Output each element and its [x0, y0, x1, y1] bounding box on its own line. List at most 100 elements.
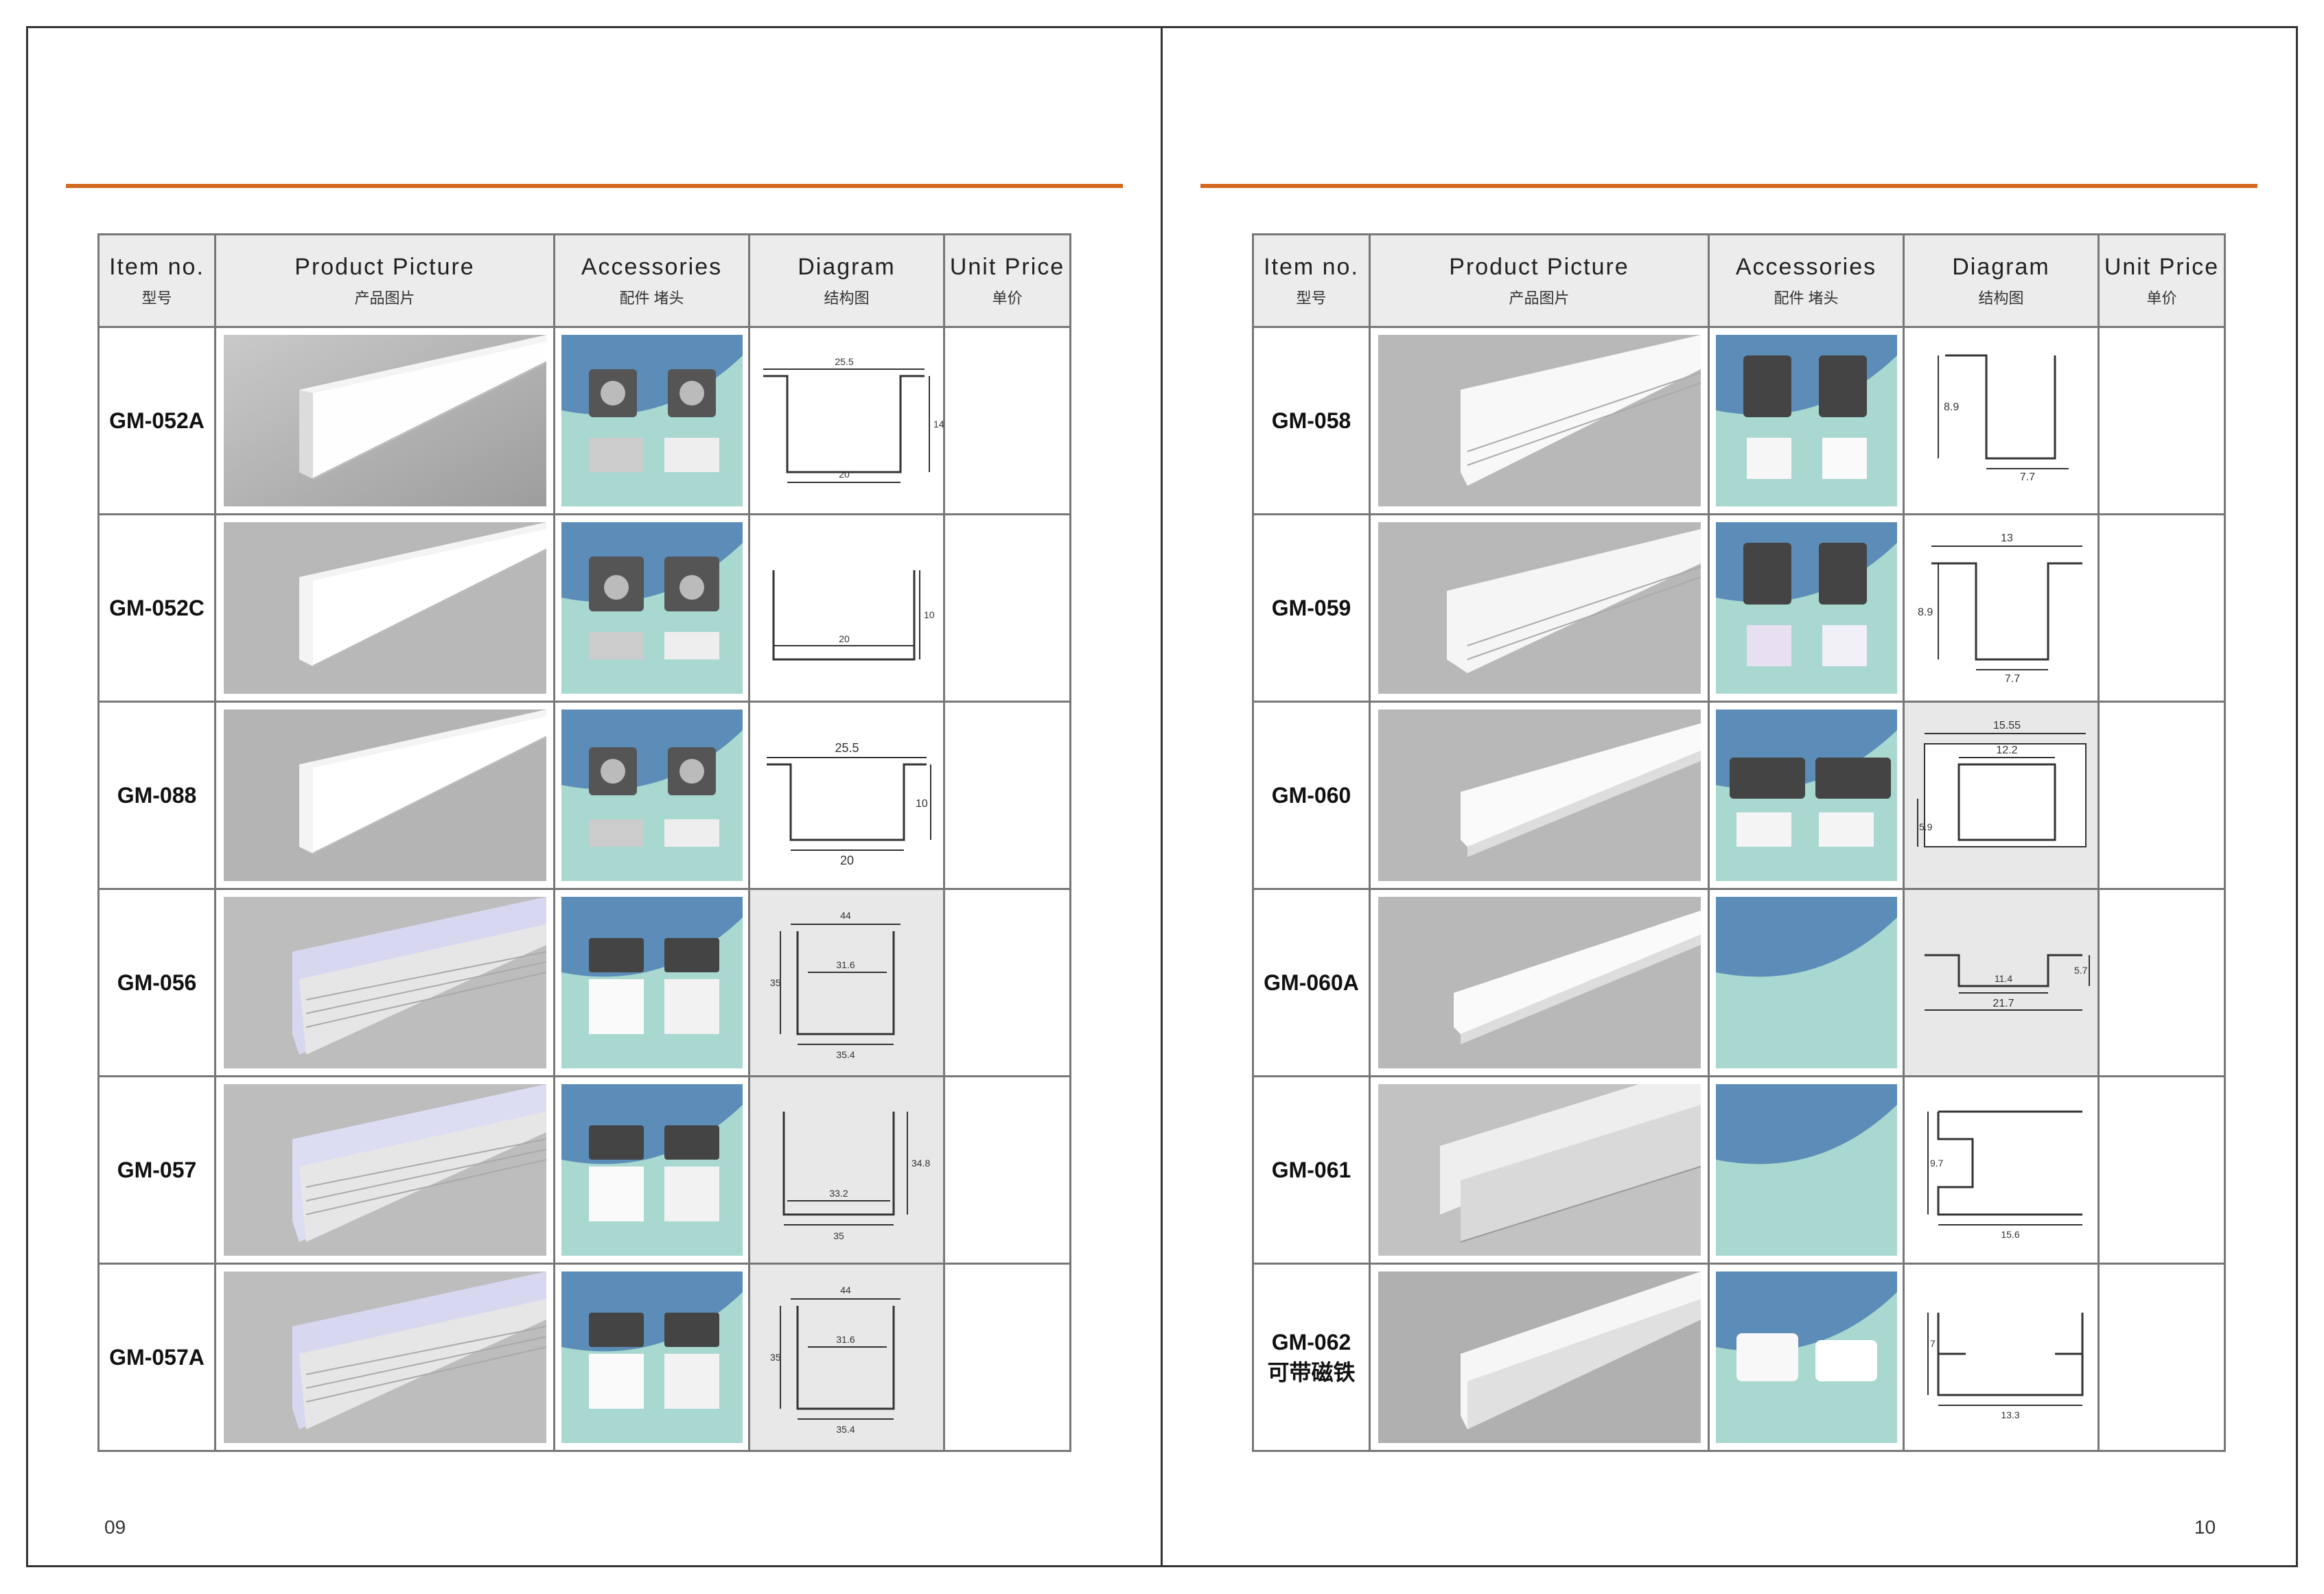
unit-price-cell: [2098, 513, 2226, 703]
item-no-cell: GM-059: [1252, 513, 1371, 703]
accessories-picture: [561, 1084, 743, 1256]
product-picture: [1378, 1084, 1701, 1256]
product-picture: [1378, 1271, 1701, 1443]
dim-label: 5.9: [1919, 821, 1933, 832]
dim-label: 34.8: [911, 1158, 930, 1169]
product-picture-cell: [214, 326, 555, 515]
accessories-picture: [1715, 522, 1897, 694]
profile-diagram: 34.8 33.2 35: [756, 1084, 938, 1256]
header-item-no: Item no.型号: [97, 233, 216, 328]
item-no-cell: GM-060: [1252, 701, 1371, 890]
dim-label: 31.6: [836, 959, 855, 970]
product-picture: [223, 522, 547, 694]
product-picture: [223, 710, 547, 881]
item-no-cell: GM-052A: [97, 326, 216, 515]
product-picture: [223, 335, 547, 506]
dim-label: 10: [924, 609, 935, 620]
unit-price-cell: [943, 326, 1071, 515]
dim-label: 21.7: [1992, 998, 2014, 1009]
product-picture-cell: [1369, 1075, 1710, 1265]
accessories-picture: [1715, 897, 1897, 1068]
dim-label: 5.7: [2074, 965, 2088, 976]
accessories-cell: [1708, 701, 1905, 890]
profile-diagram: 9.7 15.6: [1910, 1084, 2092, 1256]
unit-price-cell: [2098, 888, 2226, 1077]
item-no-cell: GM-057: [97, 1075, 216, 1265]
product-picture-cell: [1369, 888, 1710, 1077]
product-picture-cell: [1369, 701, 1710, 890]
dim-label: 35.4: [836, 1424, 855, 1435]
dim-label: 20: [839, 469, 850, 480]
accessories-cell: [1708, 513, 1905, 703]
diagram-cell: 34.8 33.2 35: [748, 1075, 945, 1265]
item-no-cell: GM-058: [1252, 326, 1371, 515]
profile-diagram: 5.711.421.7: [1910, 897, 2092, 1068]
dim-label: 9.7: [1930, 1158, 1944, 1169]
product-picture-cell: [1369, 326, 1710, 515]
dim-label: 8.9: [1944, 401, 1959, 413]
accessories-cell: [1708, 326, 1905, 515]
diagram-cell: 9.7 15.6: [1903, 1075, 2100, 1265]
table-row: GM-057 34.8 33.2 35: [97, 1075, 1071, 1265]
profile-diagram: 138.97.7: [1910, 522, 2092, 694]
accessories-cell: [553, 326, 750, 515]
accessories-picture: [1715, 710, 1897, 881]
dim-label: 15.6: [2001, 1229, 2019, 1240]
product-picture: [223, 897, 546, 1068]
accessories-picture: [561, 897, 743, 1068]
product-picture: [1378, 897, 1701, 1068]
dim-label: 7.7: [2019, 471, 2034, 483]
profile-diagram: 10 20: [756, 522, 938, 694]
dim-label: 15.55: [1992, 720, 2020, 731]
accessories-cell: [553, 888, 750, 1077]
dim-label: 14: [933, 419, 944, 430]
product-picture-cell: [214, 1075, 555, 1265]
product-picture: [223, 1084, 546, 1256]
dim-label: 12.2: [1996, 745, 2017, 756]
item-no-cell: GM-052C: [97, 513, 216, 703]
header-rule: [1200, 184, 2257, 188]
table-row: GM-052C 10 20: [97, 513, 1071, 703]
dim-label: 33.2: [829, 1188, 848, 1199]
dim-label: 35: [770, 977, 781, 988]
page-fold: [1161, 26, 1163, 1567]
page-number: 10: [2194, 1516, 2216, 1538]
dim-label: 13.3: [2001, 1409, 2019, 1420]
product-picture: [1378, 710, 1701, 881]
accessories-cell: [1708, 888, 1905, 1077]
unit-price-cell: [2098, 1075, 2226, 1265]
accessories-picture: [1715, 335, 1897, 506]
dim-label: 7.7: [2004, 673, 2019, 685]
accessories-picture: [561, 1271, 743, 1443]
table-row: GM-058 8.9 7.7: [1252, 326, 2226, 515]
accessories-picture: [561, 710, 743, 881]
profile-diagram: 713.3: [1910, 1271, 2092, 1443]
unit-price-cell: [2098, 326, 2226, 515]
dim-label: 35: [833, 1230, 844, 1241]
unit-price-cell: [943, 1263, 1071, 1452]
product-picture-cell: [214, 513, 555, 703]
accessories-picture: [1715, 1084, 1897, 1256]
dim-label: 20: [839, 633, 850, 644]
table-row: GM-060 15.55 12.2 5.9: [1252, 701, 2226, 890]
product-picture-cell: [214, 888, 555, 1077]
dim-label: 25.5: [835, 741, 859, 755]
accessories-picture: [561, 335, 743, 506]
accessories-cell: [1708, 1263, 1905, 1452]
dim-label: 13: [2001, 532, 2013, 544]
